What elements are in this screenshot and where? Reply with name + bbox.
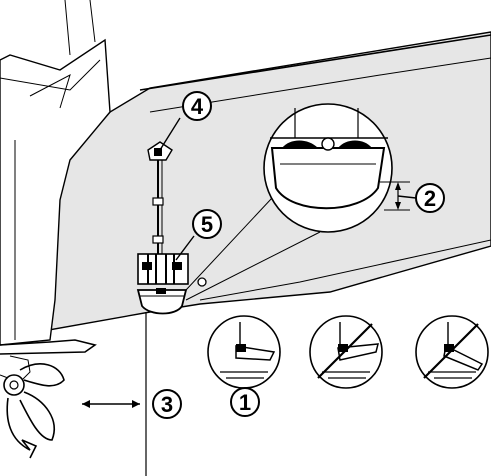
transducer [136, 288, 188, 315]
callout-1: 1 [230, 387, 260, 417]
callout-5-label: 5 [201, 212, 213, 237]
motor-cowl-detail [29, 74, 71, 109]
hull-chine-line [149, 57, 491, 113]
magnifier-leader-lower [185, 231, 321, 301]
outboard-motor [0, 38, 111, 346]
callout-3: 3 [152, 389, 182, 419]
transducer-bracket [137, 141, 207, 287]
callout-1-label: 1 [239, 390, 251, 415]
callout-4-label: 4 [191, 94, 204, 119]
callout-4: 4 [159, 91, 212, 151]
hull-top-edge [139, 34, 491, 91]
callout-2: 2 [397, 183, 445, 213]
motor-top-lines [64, 0, 96, 56]
callout-2-label: 2 [424, 186, 436, 211]
angle-inset-correct [207, 315, 281, 389]
hull-lower-line [199, 239, 491, 301]
angle-inset-incorrect-up [415, 315, 489, 389]
distance-arrow [82, 312, 147, 476]
propeller [0, 363, 65, 459]
magnifier-leader-upper [185, 197, 273, 291]
motor-cowl-line [0, 59, 101, 91]
motor-anti-cavitation-plate [0, 339, 97, 355]
angle-inset-incorrect-down [309, 315, 383, 389]
detail-magnifier [263, 103, 410, 233]
callout-5: 5 [175, 209, 222, 261]
callout-3-label: 3 [161, 392, 173, 417]
